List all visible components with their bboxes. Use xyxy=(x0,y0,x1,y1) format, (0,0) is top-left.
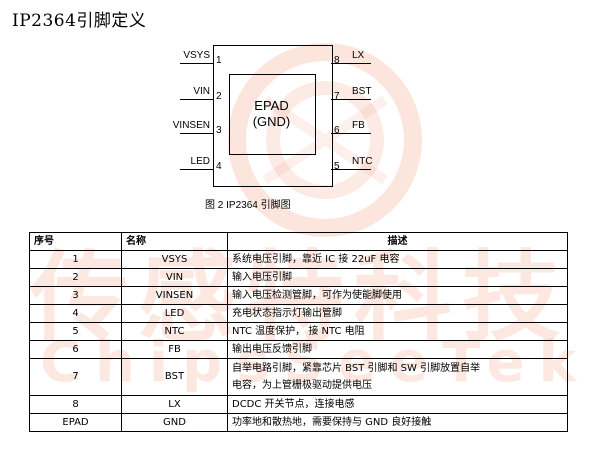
watermark-logo-icon xyxy=(228,43,422,237)
cell-num: 6 xyxy=(29,340,122,359)
header-num: 序号 xyxy=(29,232,122,251)
table-header-row: 序号 名称 描述 xyxy=(29,232,568,251)
pin-num-3: 3 xyxy=(216,125,222,136)
cell-num: 8 xyxy=(29,395,122,414)
cell-desc: DCDC 开关节点，连接电感 xyxy=(227,395,568,414)
pin-num-5: 5 xyxy=(334,161,340,172)
table-row: 3 VINSEN 输入电压检测管脚，可作为使能脚使用 xyxy=(29,286,568,305)
pin-num-6: 6 xyxy=(334,125,340,136)
epad-label: EPAD xyxy=(254,98,289,113)
pin-lead-8 xyxy=(331,63,371,64)
table-row: 7 BST 自举电路引脚，紧靠芯片 BST 引脚和 SW 引脚放置自举 电容，为… xyxy=(29,358,568,396)
cell-desc: 输出电压反馈引脚 xyxy=(227,340,568,359)
cell-name: VIN xyxy=(121,268,228,287)
cell-name: LX xyxy=(121,395,228,414)
cell-desc: 输入电压检测管脚，可作为使能脚使用 xyxy=(227,286,568,305)
pin-name-bst: BST xyxy=(352,86,372,97)
pin-lead-5 xyxy=(331,169,371,170)
pin-name-ntc: NTC xyxy=(352,156,373,167)
cell-num: 2 xyxy=(29,268,122,287)
figure-caption: 图 2 IP2364 引脚图 xyxy=(205,200,291,211)
pin-table: 序号 名称 描述 1 VSYS 系统电压引脚，靠近 IC 接 22uF 电容 2… xyxy=(29,232,568,432)
cell-desc: 功率地和散热地，需要保持与 GND 良好接触 xyxy=(227,413,568,432)
table-row: 2 VIN 输入电压引脚 xyxy=(29,268,568,287)
cell-name: GND xyxy=(121,413,228,432)
pin-name-fb: FB xyxy=(352,120,365,131)
pin-lead-7 xyxy=(331,99,371,100)
page-heading: IP2364引脚定义 xyxy=(12,11,147,31)
header-desc: 描述 xyxy=(227,232,568,251)
cell-num: 4 xyxy=(29,304,122,323)
pin-lead-3 xyxy=(180,133,213,134)
epad-gnd-label: (GND) xyxy=(252,114,291,129)
cell-name: VINSEN xyxy=(121,286,228,305)
table-row: 8 LX DCDC 开关节点，连接电感 xyxy=(29,395,568,414)
cell-desc: 自举电路引脚，紧靠芯片 BST 引脚和 SW 引脚放置自举 电容，为上管栅极驱动… xyxy=(227,358,568,396)
pin-name-vsys: VSYS xyxy=(183,50,210,61)
cell-name: VSYS xyxy=(121,250,228,269)
cell-num: 7 xyxy=(29,358,122,396)
table-row: 4 LED 充电状态指示灯输出管脚 xyxy=(29,304,568,323)
cell-name: FB xyxy=(121,340,228,359)
pin-num-1: 1 xyxy=(216,55,222,66)
header-name: 名称 xyxy=(121,232,228,251)
pin-name-vin: VIN xyxy=(193,86,210,97)
table-row: EPAD GND 功率地和散热地，需要保持与 GND 良好接触 xyxy=(29,413,568,432)
pin-name-vinsen: VINSEN xyxy=(172,120,210,131)
pin-num-2: 2 xyxy=(216,91,222,102)
pin-name-led: LED xyxy=(190,156,210,167)
cell-desc: NTC 温度保护， 接 NTC 电阻 xyxy=(227,322,568,341)
pin-num-8: 8 xyxy=(334,55,340,66)
cell-num: 5 xyxy=(29,322,122,341)
table-row: 1 VSYS 系统电压引脚，靠近 IC 接 22uF 电容 xyxy=(29,250,568,269)
cell-name: LED xyxy=(121,304,228,323)
cell-name: NTC xyxy=(121,322,228,341)
cell-num: 3 xyxy=(29,286,122,305)
cell-desc: 充电状态指示灯输出管脚 xyxy=(227,304,568,323)
pin-num-7: 7 xyxy=(334,91,340,102)
cell-desc: 系统电压引脚，靠近 IC 接 22uF 电容 xyxy=(227,250,568,269)
cell-desc-line2: 电容，为上管栅极驱动提供电压 xyxy=(232,380,372,391)
pin-name-lx: LX xyxy=(352,50,365,61)
pin-lead-4 xyxy=(180,169,213,170)
pin-num-4: 4 xyxy=(216,161,222,172)
cell-num: EPAD xyxy=(29,413,122,432)
chip-package xyxy=(213,45,333,187)
cell-num: 1 xyxy=(29,250,122,269)
table-row: 5 NTC NTC 温度保护， 接 NTC 电阻 xyxy=(29,322,568,341)
pin-lead-2 xyxy=(180,99,213,100)
pin-lead-6 xyxy=(331,133,371,134)
epad-box xyxy=(229,74,316,155)
table-row: 6 FB 输出电压反馈引脚 xyxy=(29,340,568,359)
cell-desc: 输入电压引脚 xyxy=(227,268,568,287)
cell-name: BST xyxy=(121,358,228,396)
pin-lead-1 xyxy=(180,63,213,64)
cell-desc-line1: 自举电路引脚，紧靠芯片 BST 引脚和 SW 引脚放置自举 xyxy=(232,363,481,374)
